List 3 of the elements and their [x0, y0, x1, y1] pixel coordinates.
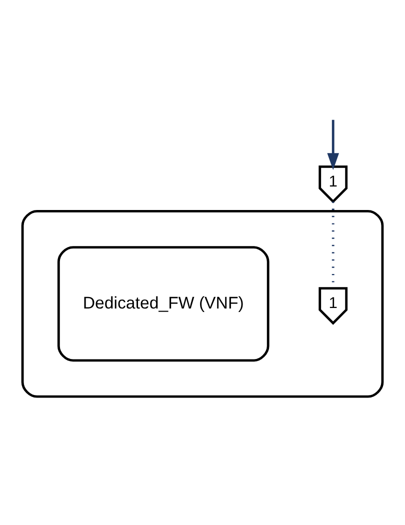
- node-box: Dedicated_FW (VNF): [57, 246, 270, 362]
- arrow: [327, 120, 340, 170]
- cluster: [21, 210, 384, 398]
